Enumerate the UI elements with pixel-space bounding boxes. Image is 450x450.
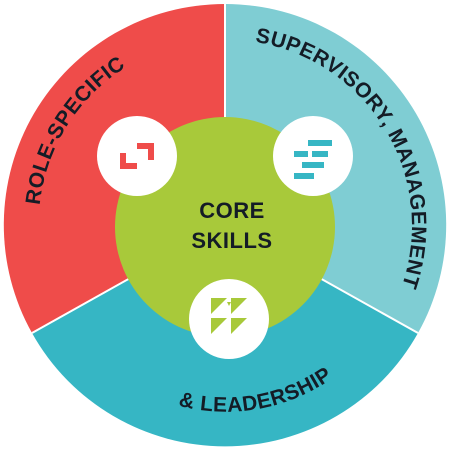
stepped-bars-icon bbox=[294, 140, 332, 179]
core-title-line1: CORE bbox=[199, 198, 265, 223]
badge-supervisory bbox=[273, 116, 353, 196]
core-title-line2: SKILLS bbox=[191, 228, 272, 253]
corner-brackets-icon bbox=[120, 143, 154, 169]
badge-role-specific bbox=[97, 116, 177, 196]
triangle-flag-icon bbox=[211, 298, 247, 334]
badge-leadership bbox=[189, 279, 269, 359]
